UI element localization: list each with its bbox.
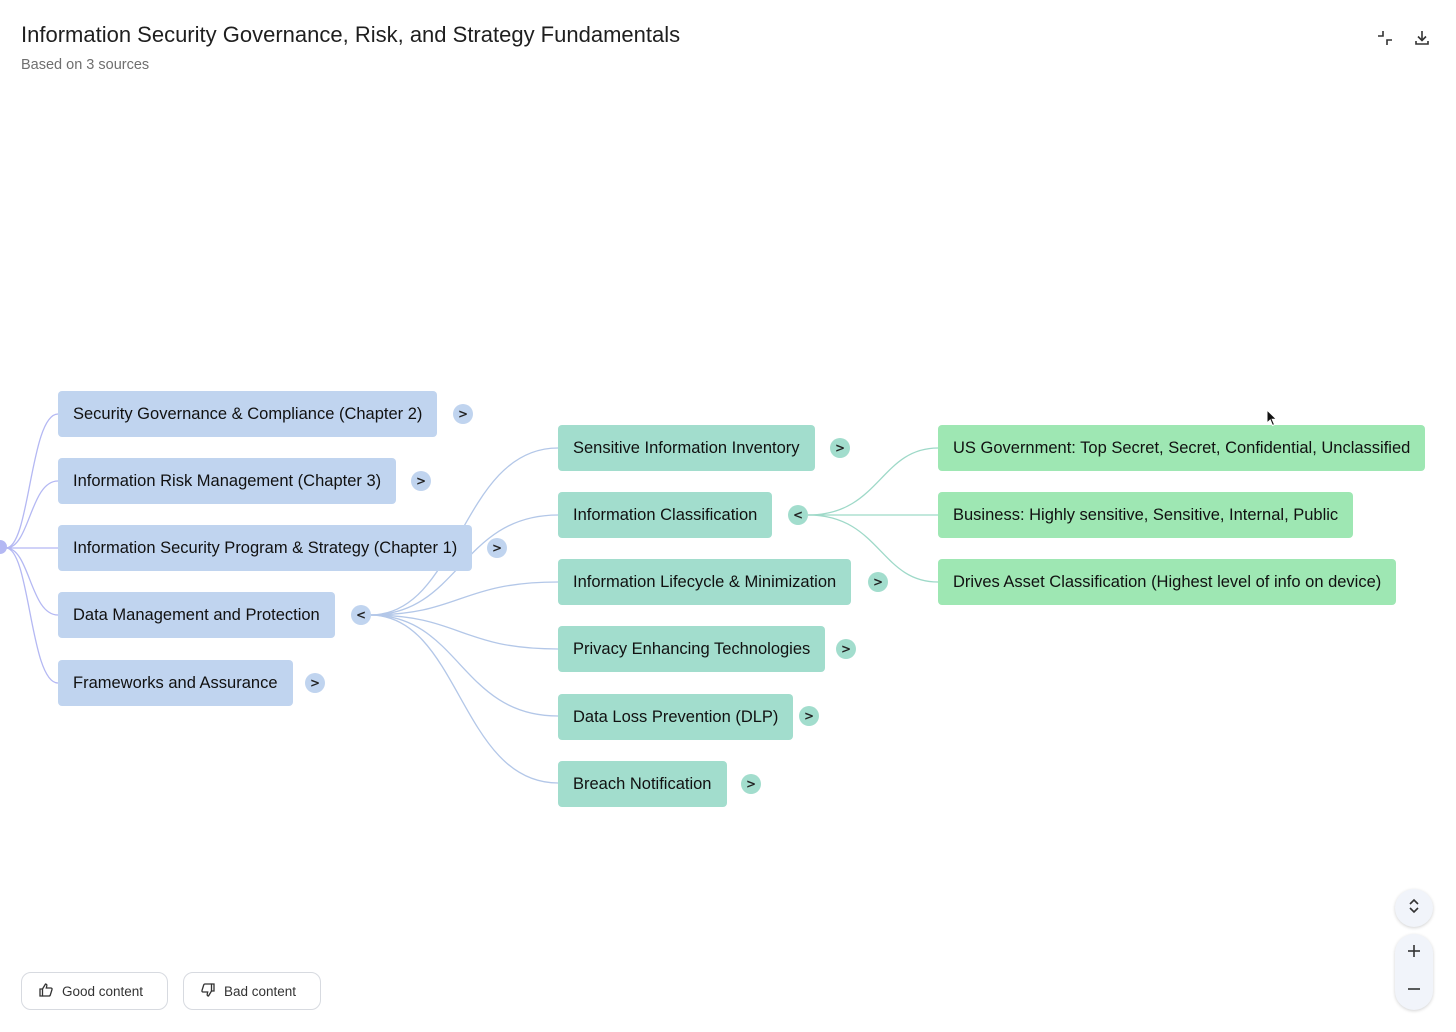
fit-view-control [1395, 889, 1433, 927]
minus-icon [1405, 980, 1423, 1003]
collapse-button[interactable] [1372, 27, 1398, 53]
edge-l1-l2-6 [369, 614, 559, 784]
expand-toggle-privacy-enhancing-technologies[interactable]: > [836, 639, 856, 659]
zoom-in-button[interactable] [1399, 938, 1429, 968]
expand-toggle-security-program-strategy[interactable]: > [487, 538, 507, 558]
node-business-classification[interactable]: Business: Highly sensitive, Sensitive, I… [938, 492, 1354, 538]
node-label: Information Lifecycle & Minimization [573, 572, 837, 591]
node-drives-asset-classification[interactable]: Drives Asset Classification (Highest lev… [938, 559, 1397, 605]
node-frameworks-assurance[interactable]: Frameworks and Assurance [58, 660, 293, 706]
node-label: Information Classification [573, 505, 758, 524]
edge-l1-l2-3 [369, 581, 559, 616]
node-label: Sensitive Information Inventory [573, 438, 800, 457]
good-content-button[interactable]: Good content [21, 972, 168, 1010]
bad-content-button[interactable]: Bad content [183, 972, 321, 1010]
expand-toggle-breach-notification[interactable]: > [741, 774, 761, 794]
expand-toggle-security-governance[interactable]: > [453, 404, 473, 424]
good-content-label: Good content [62, 983, 144, 999]
node-security-governance[interactable]: Security Governance & Compliance (Chapte… [58, 391, 438, 437]
node-data-loss-prevention[interactable]: Data Loss Prevention (DLP) [558, 694, 794, 740]
expand-vertical-icon [1405, 897, 1423, 920]
download-icon [1412, 28, 1432, 53]
zoom-controls [1395, 934, 1433, 1010]
thumbs-down-icon [200, 982, 216, 1001]
edge-root-l1-4 [5, 547, 59, 616]
node-data-management-protection[interactable]: Data Management and Protection [58, 592, 335, 638]
page-title: Information Security Governance, Risk, a… [21, 22, 681, 47]
node-label: Information Security Program & Strategy … [73, 538, 458, 557]
expand-toggle-data-loss-prevention[interactable]: > [799, 706, 819, 726]
mouse-cursor-icon [1266, 409, 1278, 427]
collapse-toggle-information-classification[interactable]: < [788, 505, 808, 525]
root-node-dot[interactable] [0, 540, 7, 554]
download-button[interactable] [1409, 27, 1435, 53]
node-label: Business: Highly sensitive, Sensitive, I… [953, 505, 1339, 524]
node-security-program-strategy[interactable]: Information Security Program & Strategy … [58, 525, 473, 571]
edge-root-l1-5 [5, 547, 59, 684]
edge-l1-l2-4 [369, 614, 559, 650]
page-subtitle: Based on 3 sources [21, 57, 150, 73]
zoom-out-button[interactable] [1399, 976, 1429, 1006]
bad-content-label: Bad content [224, 983, 297, 999]
node-label: Drives Asset Classification (Highest lev… [953, 572, 1382, 591]
node-label: US Government: Top Secret, Secret, Confi… [953, 438, 1411, 457]
node-label: Breach Notification [573, 774, 712, 793]
node-label: Data Management and Protection [73, 605, 320, 624]
expand-toggle-sensitive-information-inventory[interactable]: > [830, 438, 850, 458]
edge-l1-l2-5 [369, 614, 559, 717]
node-information-risk-management[interactable]: Information Risk Management (Chapter 3) [58, 458, 397, 504]
edge-root-l1-2 [5, 480, 59, 549]
node-us-government-classification[interactable]: US Government: Top Secret, Secret, Confi… [938, 425, 1426, 471]
edge-root-l1-1 [5, 413, 59, 549]
edge-l2-l3-1 [807, 447, 939, 516]
collapse-toggle-data-management-protection[interactable]: < [351, 605, 371, 625]
node-label: Frameworks and Assurance [73, 673, 278, 692]
node-information-classification[interactable]: Information Classification [558, 492, 773, 538]
plus-icon [1405, 942, 1423, 965]
expand-toggle-frameworks-assurance[interactable]: > [305, 673, 325, 693]
node-privacy-enhancing-technologies[interactable]: Privacy Enhancing Technologies [558, 626, 826, 672]
node-sensitive-information-inventory[interactable]: Sensitive Information Inventory [558, 425, 815, 471]
node-label: Data Loss Prevention (DLP) [573, 707, 779, 726]
fit-view-button[interactable] [1399, 893, 1429, 923]
thumbs-up-icon [38, 982, 54, 1001]
expand-toggle-information-risk-management[interactable]: > [411, 471, 431, 491]
node-label: Security Governance & Compliance (Chapte… [73, 404, 423, 423]
collapse-icon [1375, 28, 1395, 53]
expand-toggle-information-lifecycle[interactable]: > [868, 572, 888, 592]
node-breach-notification[interactable]: Breach Notification [558, 761, 727, 807]
node-label: Privacy Enhancing Technologies [573, 639, 811, 658]
node-information-lifecycle[interactable]: Information Lifecycle & Minimization [558, 559, 852, 605]
node-label: Information Risk Management (Chapter 3) [73, 471, 382, 490]
